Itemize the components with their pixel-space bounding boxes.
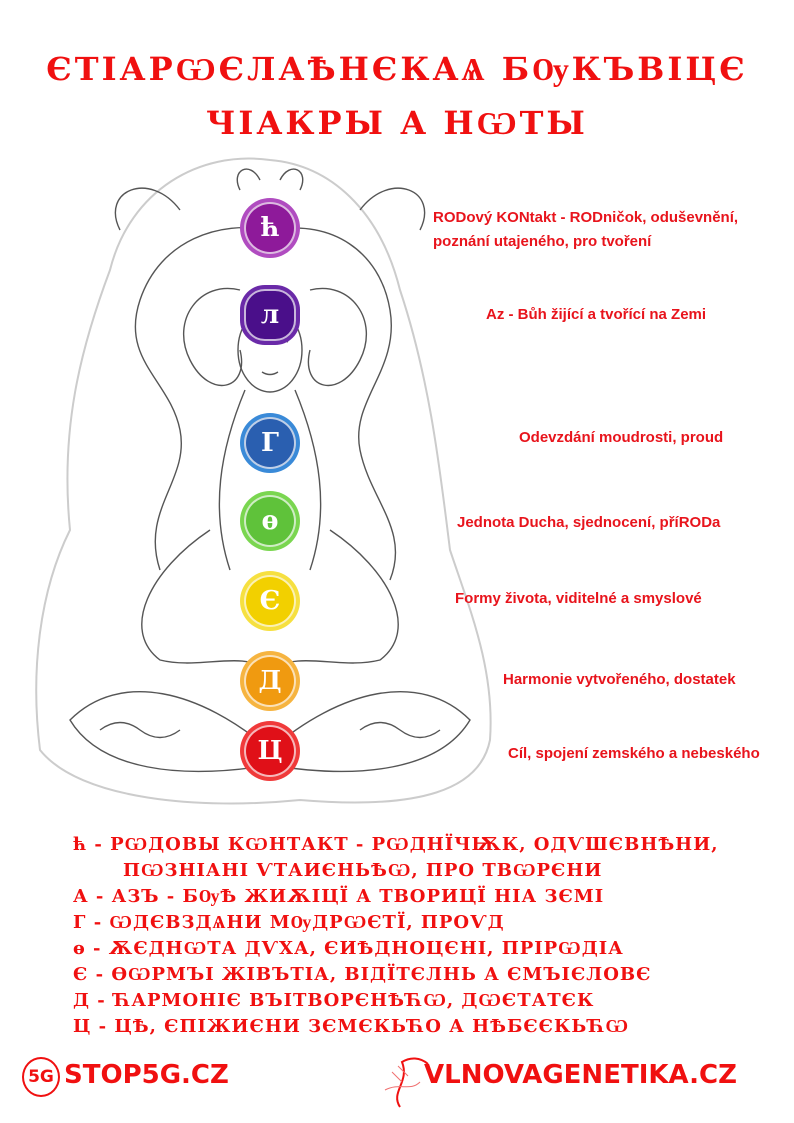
list-item: Д - ЋАРМОНІЄ ВЪІТВОРЄНѢЋѠ, ДѠЄТАТЄК bbox=[73, 990, 595, 1011]
list-item: Є - ѲѠРМЪІ ЖІВЪТІА, ВІДЇТЄЛНЬ А ЄМЪІЄЛОВ… bbox=[73, 964, 652, 985]
poster-title-line2: ЧІАКРЫ А НѠТЫ bbox=[206, 104, 588, 142]
stop5g-logo-icon: 5G bbox=[22, 1057, 60, 1097]
chakra-label-sacral: Harmonie vytvořeného, dostatek bbox=[503, 671, 736, 688]
list-item: ћ - РѠДОВЫ КѠНТАКТ - РѠДНЇЧѬК, ОДѴШЄВНѢН… bbox=[73, 834, 719, 855]
throat-chakra-icon: Г bbox=[244, 417, 296, 469]
solar-plexus-chakra-icon: Є bbox=[244, 575, 296, 627]
list-item: Ц - ЦѢ, ЄПІЖИЄНИ ЗЄМЄКЬЋО А НѢБЄЄКЬЋѠ bbox=[73, 1016, 630, 1037]
chakra-label-root: Cíl, spojení zemského a nebeského bbox=[508, 745, 760, 762]
vlnovagenetika-link[interactable]: VLNOVAGENETIKA.CZ bbox=[424, 1060, 737, 1090]
chakra-label-throat: Odevzdání moudrosti, proud bbox=[519, 429, 724, 446]
sacral-chakra-icon: Д bbox=[244, 655, 296, 707]
chakra-label-solar-plexus: Formy života, viditelné a smyslové bbox=[455, 590, 702, 607]
heart-chakra-icon: ѳ bbox=[244, 495, 296, 547]
chakra-label-heart: Jednota Ducha, sjednocení, příRODa bbox=[457, 514, 721, 531]
root-chakra-icon: Ц bbox=[244, 725, 296, 777]
dna-helix-icon bbox=[384, 1057, 429, 1108]
third-eye-chakra-icon: л bbox=[244, 289, 296, 341]
crown-chakra-icon: ћ bbox=[244, 202, 296, 254]
list-item: ѳ - ѪЄДНѠТА ДѴХА, ЄИѢДНОЦЄНІ, ПРІРѠДІА bbox=[73, 938, 624, 959]
list-item: Г - ѠДЄВЗДѦНИ МѸДРѠЄТЇ, ПРОѴД bbox=[73, 912, 505, 933]
meditating-woman-illustration bbox=[35, 157, 492, 805]
list-item: А - АЗЪ - БѸѢ ЖИѪІЦЇ А ТВОРИЦЇ НІА ЗЄМІ bbox=[73, 886, 605, 907]
list-item: ПѠЗНІАНІ ѴТАИЄНЬѢѠ, ПРО ТВѠРЄНИ bbox=[123, 860, 603, 881]
poster-title-line1: ЄТІАРѠЄЛАѢНЄКАѦ БѸКЪВІЦЄ bbox=[46, 50, 748, 88]
chakra-label-crown-line2: poznání utajeného, pro tvoření bbox=[433, 233, 652, 250]
chakra-label-third-eye: Az - Bůh žijící a tvořící na Zemi bbox=[486, 306, 707, 323]
stop5g-link[interactable]: STOP5G.CZ bbox=[64, 1060, 229, 1090]
slavonic-letter-list: ћ - РѠДОВЫ КѠНТАКТ - РѠДНЇЧѬК, ОДѴШЄВНѢН… bbox=[73, 832, 763, 1040]
chakra-label-crown-line1: RODový KONtakt - RODničok, oduševnění, bbox=[433, 209, 739, 226]
